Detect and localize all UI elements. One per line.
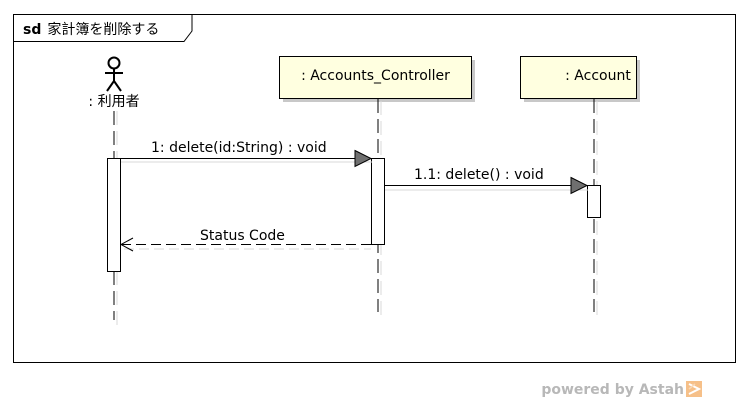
actor-user xyxy=(105,56,123,92)
activation-account xyxy=(587,185,601,218)
message-arrowhead-icon xyxy=(570,176,589,195)
frame-title: sd 家計簿を削除する xyxy=(23,21,159,38)
participant-account-box xyxy=(520,56,637,99)
actor-user-label: : 利用者 xyxy=(88,94,139,110)
return-arrowhead-icon xyxy=(119,237,134,252)
frame-name: 家計簿を削除する xyxy=(47,21,159,38)
message-1-1-label: 1.1: delete() : void xyxy=(414,167,544,183)
actor-head-icon xyxy=(107,56,121,70)
participant-controller-box xyxy=(279,56,472,99)
frame-title-tab xyxy=(13,14,193,42)
activation-controller xyxy=(371,158,385,245)
message-delete-id xyxy=(121,149,373,168)
return-label: Status Code xyxy=(200,228,285,244)
diagram-frame xyxy=(13,14,736,363)
frame-keyword: sd xyxy=(23,22,41,38)
activation-user xyxy=(107,158,121,272)
message-arrowhead-icon xyxy=(354,149,373,168)
message-delete xyxy=(385,176,589,195)
footer-powered-by: powered by Astah xyxy=(541,382,684,398)
participant-controller-label: : Accounts_Controller xyxy=(301,68,450,84)
return-status-code xyxy=(119,237,371,252)
astah-logo-icon xyxy=(686,381,702,397)
message-1-label: 1: delete(id:String) : void xyxy=(151,140,327,156)
participant-account-label: : Account xyxy=(565,68,631,84)
